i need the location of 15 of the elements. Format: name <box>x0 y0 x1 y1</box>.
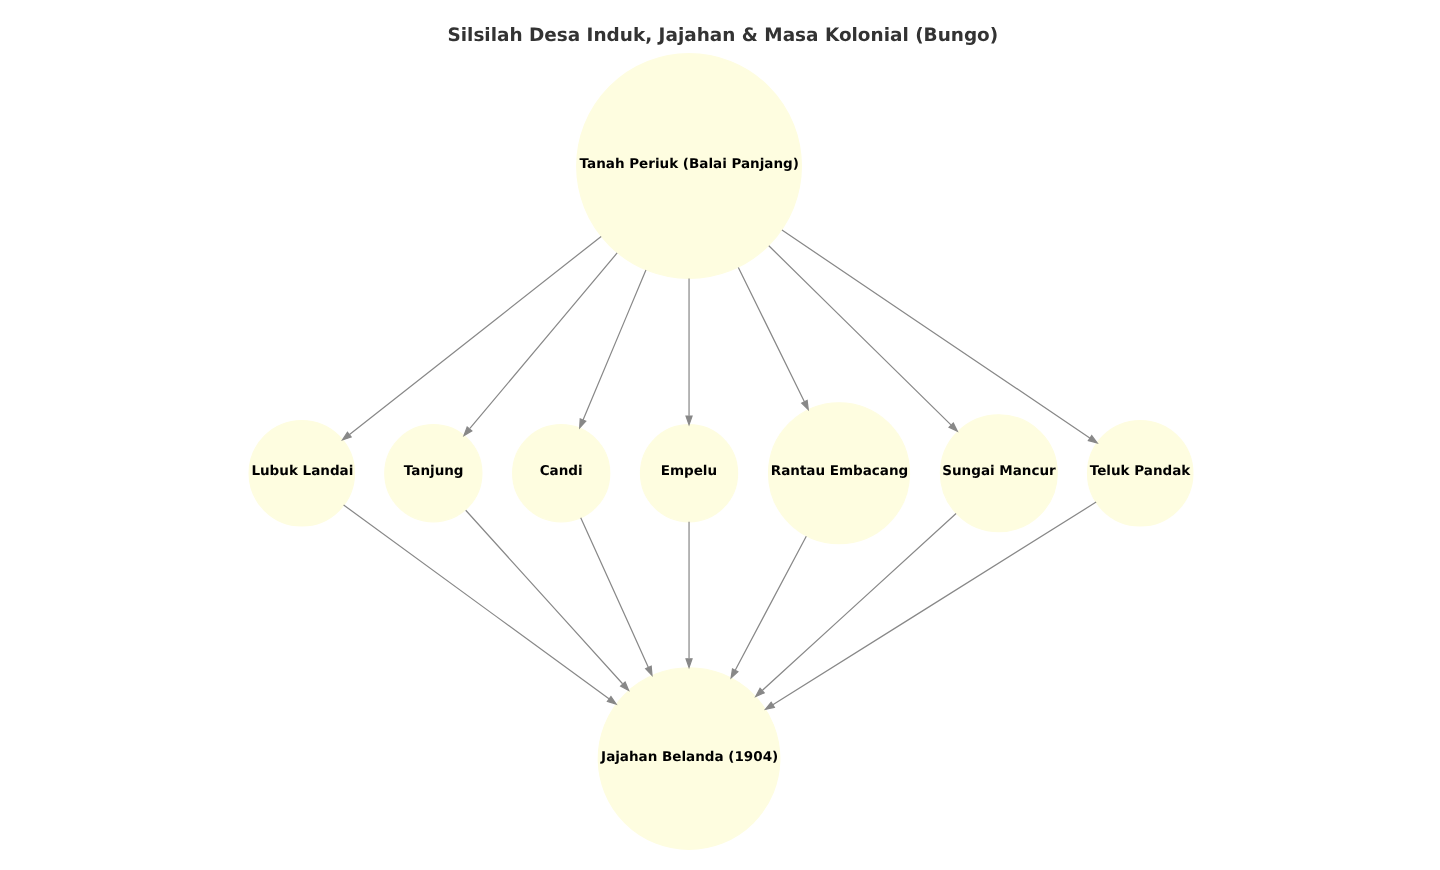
arrow <box>340 234 601 441</box>
arrow <box>762 500 1096 710</box>
arrow <box>464 508 629 691</box>
arrow <box>684 277 692 426</box>
diagram-title: Silsilah Desa Induk, Jajahan & Masa Kolonial (Bungo) <box>446 24 998 47</box>
arrow <box>577 268 646 429</box>
arrow <box>684 520 692 669</box>
arrow <box>729 534 806 679</box>
arrow <box>753 511 956 697</box>
arrow <box>767 244 958 432</box>
arrow <box>461 251 617 436</box>
arrow <box>736 265 809 411</box>
arrow <box>342 503 617 705</box>
arrow <box>780 228 1098 443</box>
arrow <box>579 516 652 677</box>
